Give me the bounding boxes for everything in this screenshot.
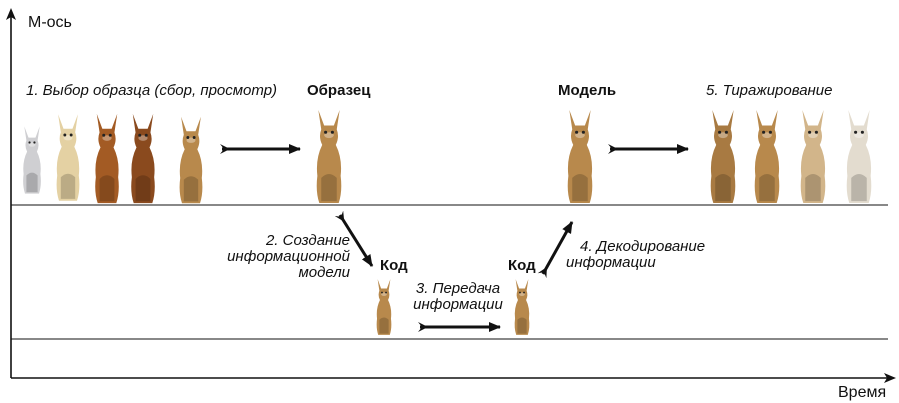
step2-label-line1: 2. Создание bbox=[265, 232, 350, 249]
arrow-decode bbox=[537, 221, 574, 279]
y-axis-label: М-ось bbox=[28, 14, 72, 31]
cat-figure bbox=[56, 114, 80, 201]
cat-figure bbox=[179, 116, 203, 204]
cat-figure bbox=[95, 113, 119, 204]
cat-figure bbox=[846, 109, 872, 204]
step4-label-line1: 4. Декодирование bbox=[580, 238, 706, 255]
cat-figure bbox=[710, 109, 736, 204]
model-cat-figure bbox=[567, 109, 593, 204]
step3-label-line2: информации bbox=[413, 296, 503, 313]
code-cat-right-figure bbox=[514, 279, 530, 335]
step3-label-line1: 3. Передача bbox=[415, 280, 501, 297]
sample-cat-figure bbox=[316, 109, 342, 204]
step5-label: 5. Тиражирование bbox=[706, 82, 833, 99]
arrow-create-model bbox=[334, 210, 374, 267]
sample-collection-group bbox=[23, 113, 203, 204]
y-axis-arrowhead bbox=[6, 8, 16, 20]
cat-figure bbox=[23, 126, 41, 194]
cat-figure bbox=[131, 113, 155, 204]
cat-figure bbox=[800, 109, 826, 204]
step4-label-line2: информации bbox=[566, 254, 656, 271]
code-cat-left-figure bbox=[376, 279, 392, 335]
step2-label-line2: информационной bbox=[227, 248, 350, 265]
cat-figure bbox=[754, 109, 780, 204]
model-label: Модель bbox=[558, 82, 617, 99]
step2-label-line3: модели bbox=[298, 264, 350, 281]
x-axis-arrowhead bbox=[884, 373, 896, 383]
code-left-label: Код bbox=[380, 257, 408, 274]
code-right-label: Код bbox=[508, 257, 536, 274]
replicated-copies-group bbox=[710, 109, 872, 204]
sample-label: Образец bbox=[307, 82, 371, 99]
x-axis-label: Время bbox=[838, 384, 887, 401]
step1-label: 1. Выбор образца (сбор, просмотр) bbox=[26, 82, 278, 99]
